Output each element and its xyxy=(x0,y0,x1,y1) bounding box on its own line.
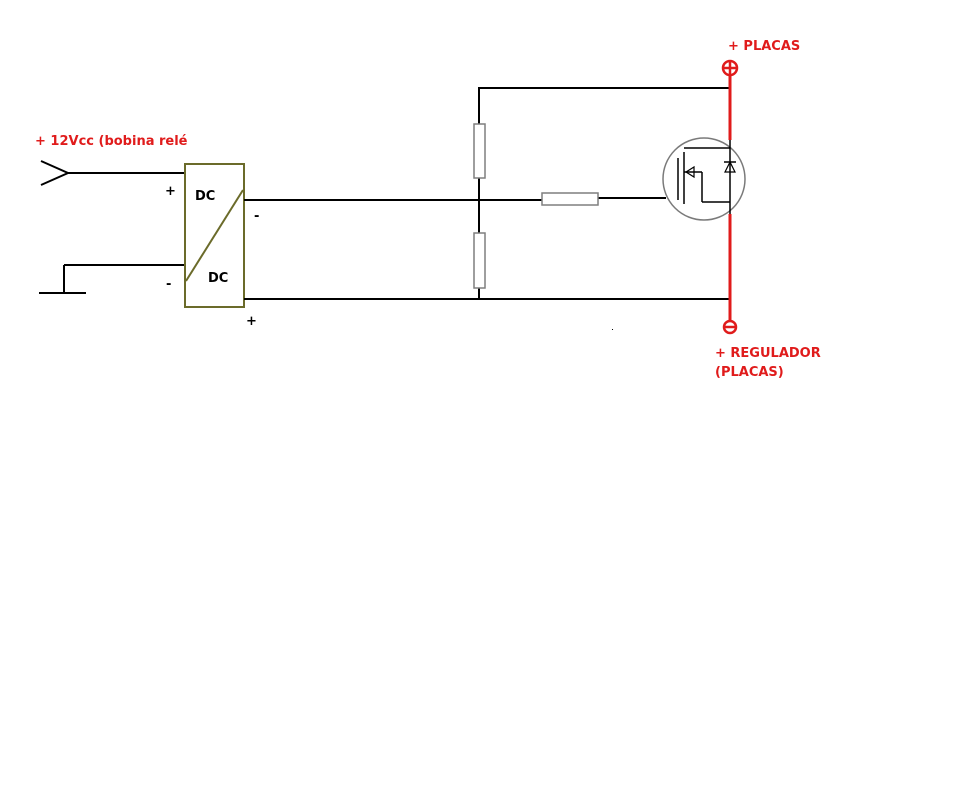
input-arrow xyxy=(40,160,71,186)
terminal-placas xyxy=(721,59,739,77)
converter-diagonal xyxy=(185,189,244,282)
placas-label: + PLACAS xyxy=(728,39,800,54)
dcdc-input-plus-label: + xyxy=(165,184,176,199)
regulador-label-line1: + REGULADOR xyxy=(715,346,821,361)
mosfet-circle xyxy=(662,137,746,221)
resistor-gate xyxy=(541,192,599,206)
dc-dc-converter xyxy=(184,163,245,308)
regulador-label-line2: (PLACAS) xyxy=(715,365,784,380)
terminal-regulador xyxy=(722,319,738,335)
diode-icon xyxy=(724,160,736,173)
dcdc-input-minus-label: - xyxy=(166,277,171,292)
dcdc-output-minus-label: - xyxy=(254,209,259,224)
dcdc-top-label: DC xyxy=(195,189,215,204)
resistor-upper xyxy=(473,123,486,179)
input-12v-terminal xyxy=(40,160,185,186)
mosfet-arrow-icon xyxy=(684,165,695,179)
stray-dot xyxy=(612,329,613,330)
ground-symbol xyxy=(39,264,185,294)
resistor-lower xyxy=(473,232,486,289)
mosfet-transistor xyxy=(662,137,746,221)
dcdc-output-plus-label: + xyxy=(246,314,257,329)
input-12v-label: + 12Vcc (bobina relé xyxy=(35,134,188,149)
dcdc-bottom-label: DC xyxy=(208,271,228,286)
